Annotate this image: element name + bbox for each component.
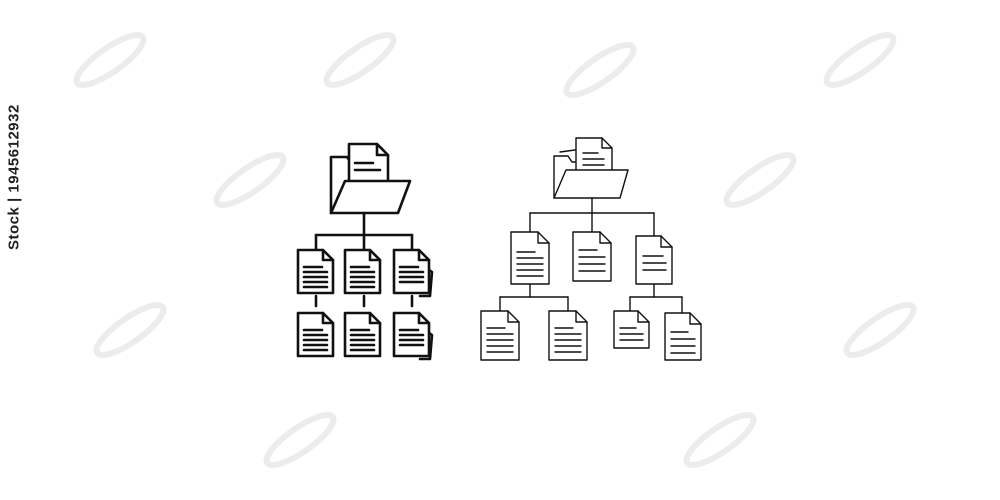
document-icon: [296, 248, 335, 295]
document-icon: [664, 312, 702, 361]
stock-id-number: 1945612932: [5, 104, 23, 193]
document-stack-icon: [392, 248, 434, 298]
document-icon: [572, 231, 612, 282]
document-icon: [635, 235, 673, 285]
watermark-pattern: [73, 32, 917, 468]
thin-folder-hierarchy-icon: [480, 137, 702, 361]
document-icon: [613, 310, 650, 349]
bold-folder-hierarchy-icon: [296, 142, 434, 361]
folder-front-icon: [553, 169, 629, 199]
document-icon: [510, 231, 550, 285]
folder-front-icon: [329, 179, 412, 215]
stock-id-prefix: Stock |: [5, 192, 23, 250]
document-icon: [296, 311, 335, 358]
document-icon: [548, 310, 588, 361]
document-icon: [343, 311, 382, 358]
document-icon: [480, 310, 520, 361]
stock-id-watermark: Stock | 1945612932: [6, 104, 23, 250]
document-stack-icon: [392, 311, 434, 361]
document-icon: [343, 248, 382, 295]
